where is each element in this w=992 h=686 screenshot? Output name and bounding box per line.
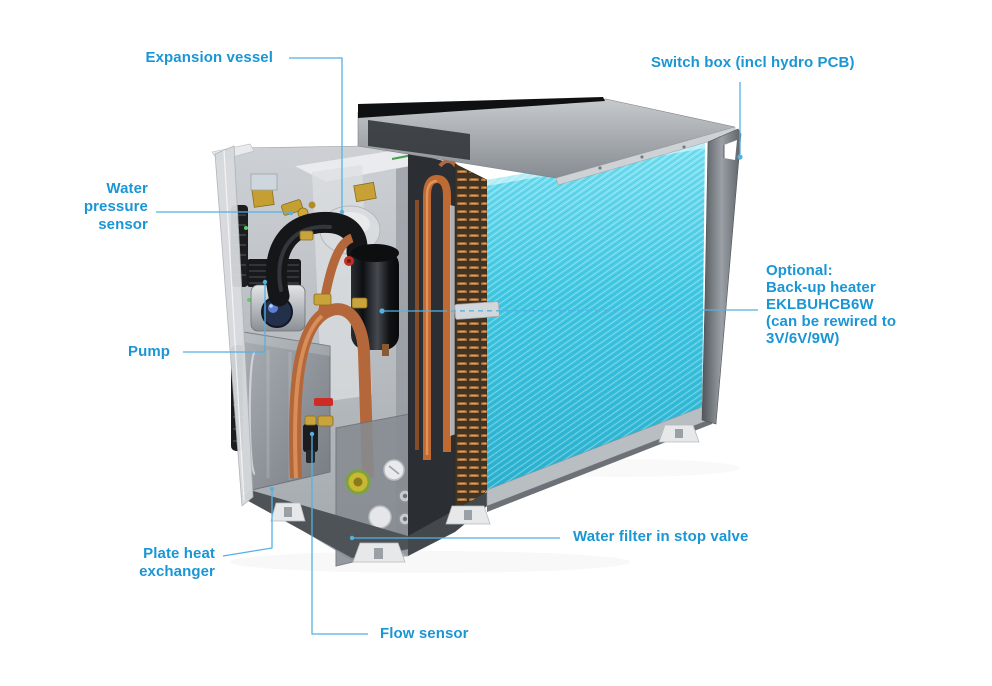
label-backup-heater-line1: Optional: (766, 262, 833, 279)
label-backup-heater-line5: 3V/6V/9W) (766, 330, 840, 347)
foot (270, 502, 306, 522)
leader-switch-box (737, 82, 743, 160)
rubber-elbow-hose (265, 211, 368, 307)
label-flow-sensor: Flow sensor (380, 625, 469, 642)
leader-water-filter (349, 535, 560, 541)
label-switch-box: Switch box (incl hydro PCB) (651, 54, 855, 71)
roof-panel (357, 97, 736, 186)
left-side-panel (211, 143, 255, 507)
right-frame-column (701, 128, 742, 425)
heat-exchanger-fins (454, 142, 705, 490)
foot (658, 424, 700, 443)
label-backup-heater-line3: EKLBUHCB6W (766, 296, 874, 313)
coil-section (408, 152, 488, 556)
top-grille-edge (358, 97, 605, 118)
sensor-bracket (454, 301, 500, 320)
label-water-pressure-sensor: Water pressure sensor (83, 180, 148, 233)
flow-sensor (303, 415, 318, 463)
foot (445, 505, 491, 525)
leader-pump (183, 279, 268, 353)
plate-heat-exchanger (242, 331, 331, 493)
label-plate-heat-exchanger: Plate heat exchanger (139, 545, 215, 580)
copper-piping (289, 230, 374, 479)
leader-expansion-vessel (289, 57, 345, 215)
foot (352, 542, 406, 563)
leader-water-pressure-sensor (156, 210, 294, 216)
label-backup-heater: Optional: Back-up heater EKLBUHCB6W (can… (766, 262, 896, 347)
leader-flow-sensor (309, 431, 368, 635)
label-backup-heater-line4: (can be rewired to (766, 313, 897, 330)
label-expansion-vessel: Expansion vessel (145, 49, 273, 66)
leader-backup-heater (379, 308, 758, 314)
fin-pack-edge (454, 163, 488, 529)
leader-plate-heat-exchanger (222, 486, 275, 557)
label-backup-heater-line2: Back-up heater (766, 279, 876, 296)
leader-lines (156, 57, 758, 635)
label-water-filter: Water filter in stop valve (573, 528, 749, 545)
label-pump: Pump (128, 343, 171, 360)
